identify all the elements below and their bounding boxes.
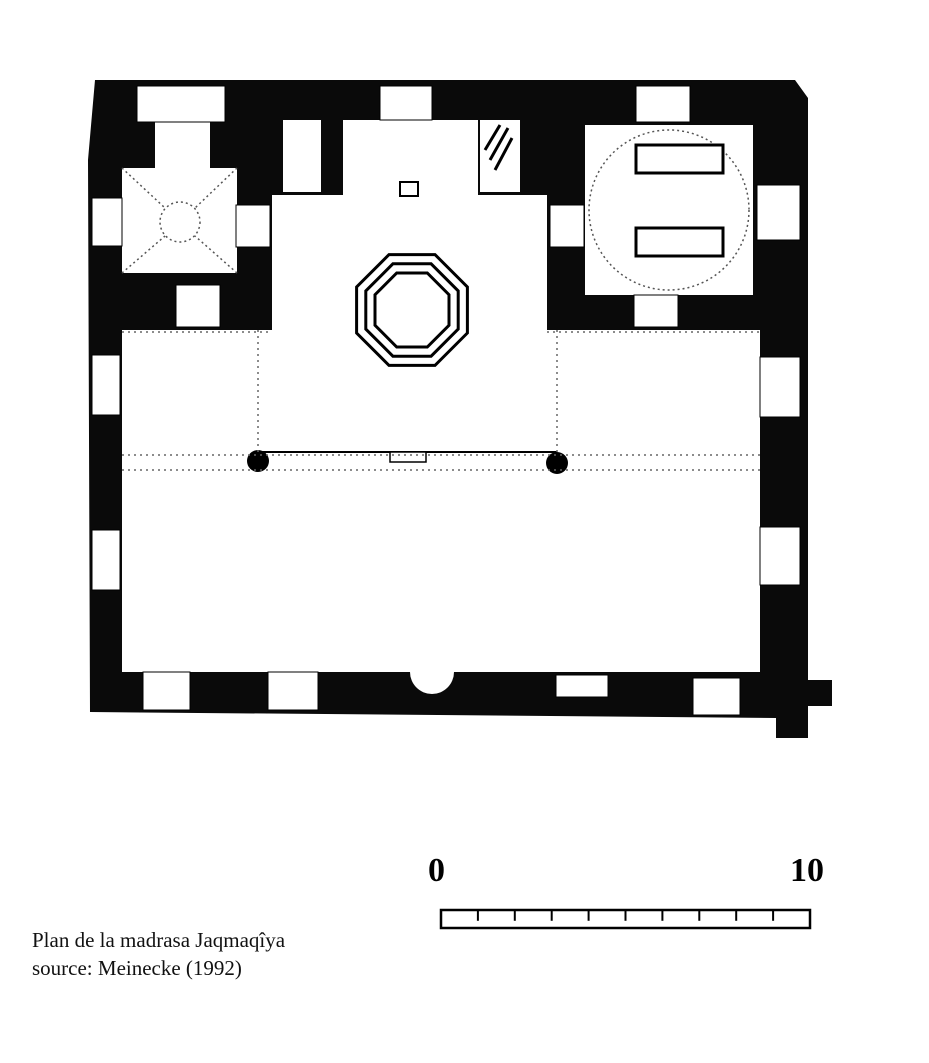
interior-spaces <box>122 120 760 694</box>
domed-room-left <box>122 168 237 273</box>
fountain-ring <box>364 262 460 358</box>
entrance-vestibule <box>343 120 478 198</box>
column <box>247 450 269 472</box>
corridor-left <box>155 122 210 168</box>
scale-end-label: 10 <box>790 852 824 889</box>
arcade <box>122 330 760 474</box>
octagonal-fountain <box>355 253 469 367</box>
column <box>546 452 568 474</box>
small-room-1 <box>283 120 321 192</box>
scale-start-label: 0 <box>428 852 445 889</box>
central-courtyard <box>272 195 547 455</box>
caption: Plan de la madrasa Jaqmaqîya source: Mei… <box>32 926 285 982</box>
fountain-ring <box>373 271 451 349</box>
staircase <box>480 120 520 192</box>
caption-title: Plan de la madrasa Jaqmaqîya <box>32 928 286 952</box>
stair-hatching <box>483 124 514 171</box>
dome <box>121 129 750 291</box>
fountain-ring <box>355 253 469 367</box>
caption-source: source: Meinecke (1992) <box>32 956 242 980</box>
windows <box>91 85 801 716</box>
scale-bar <box>439 908 812 930</box>
cenotaphs <box>634 143 725 258</box>
